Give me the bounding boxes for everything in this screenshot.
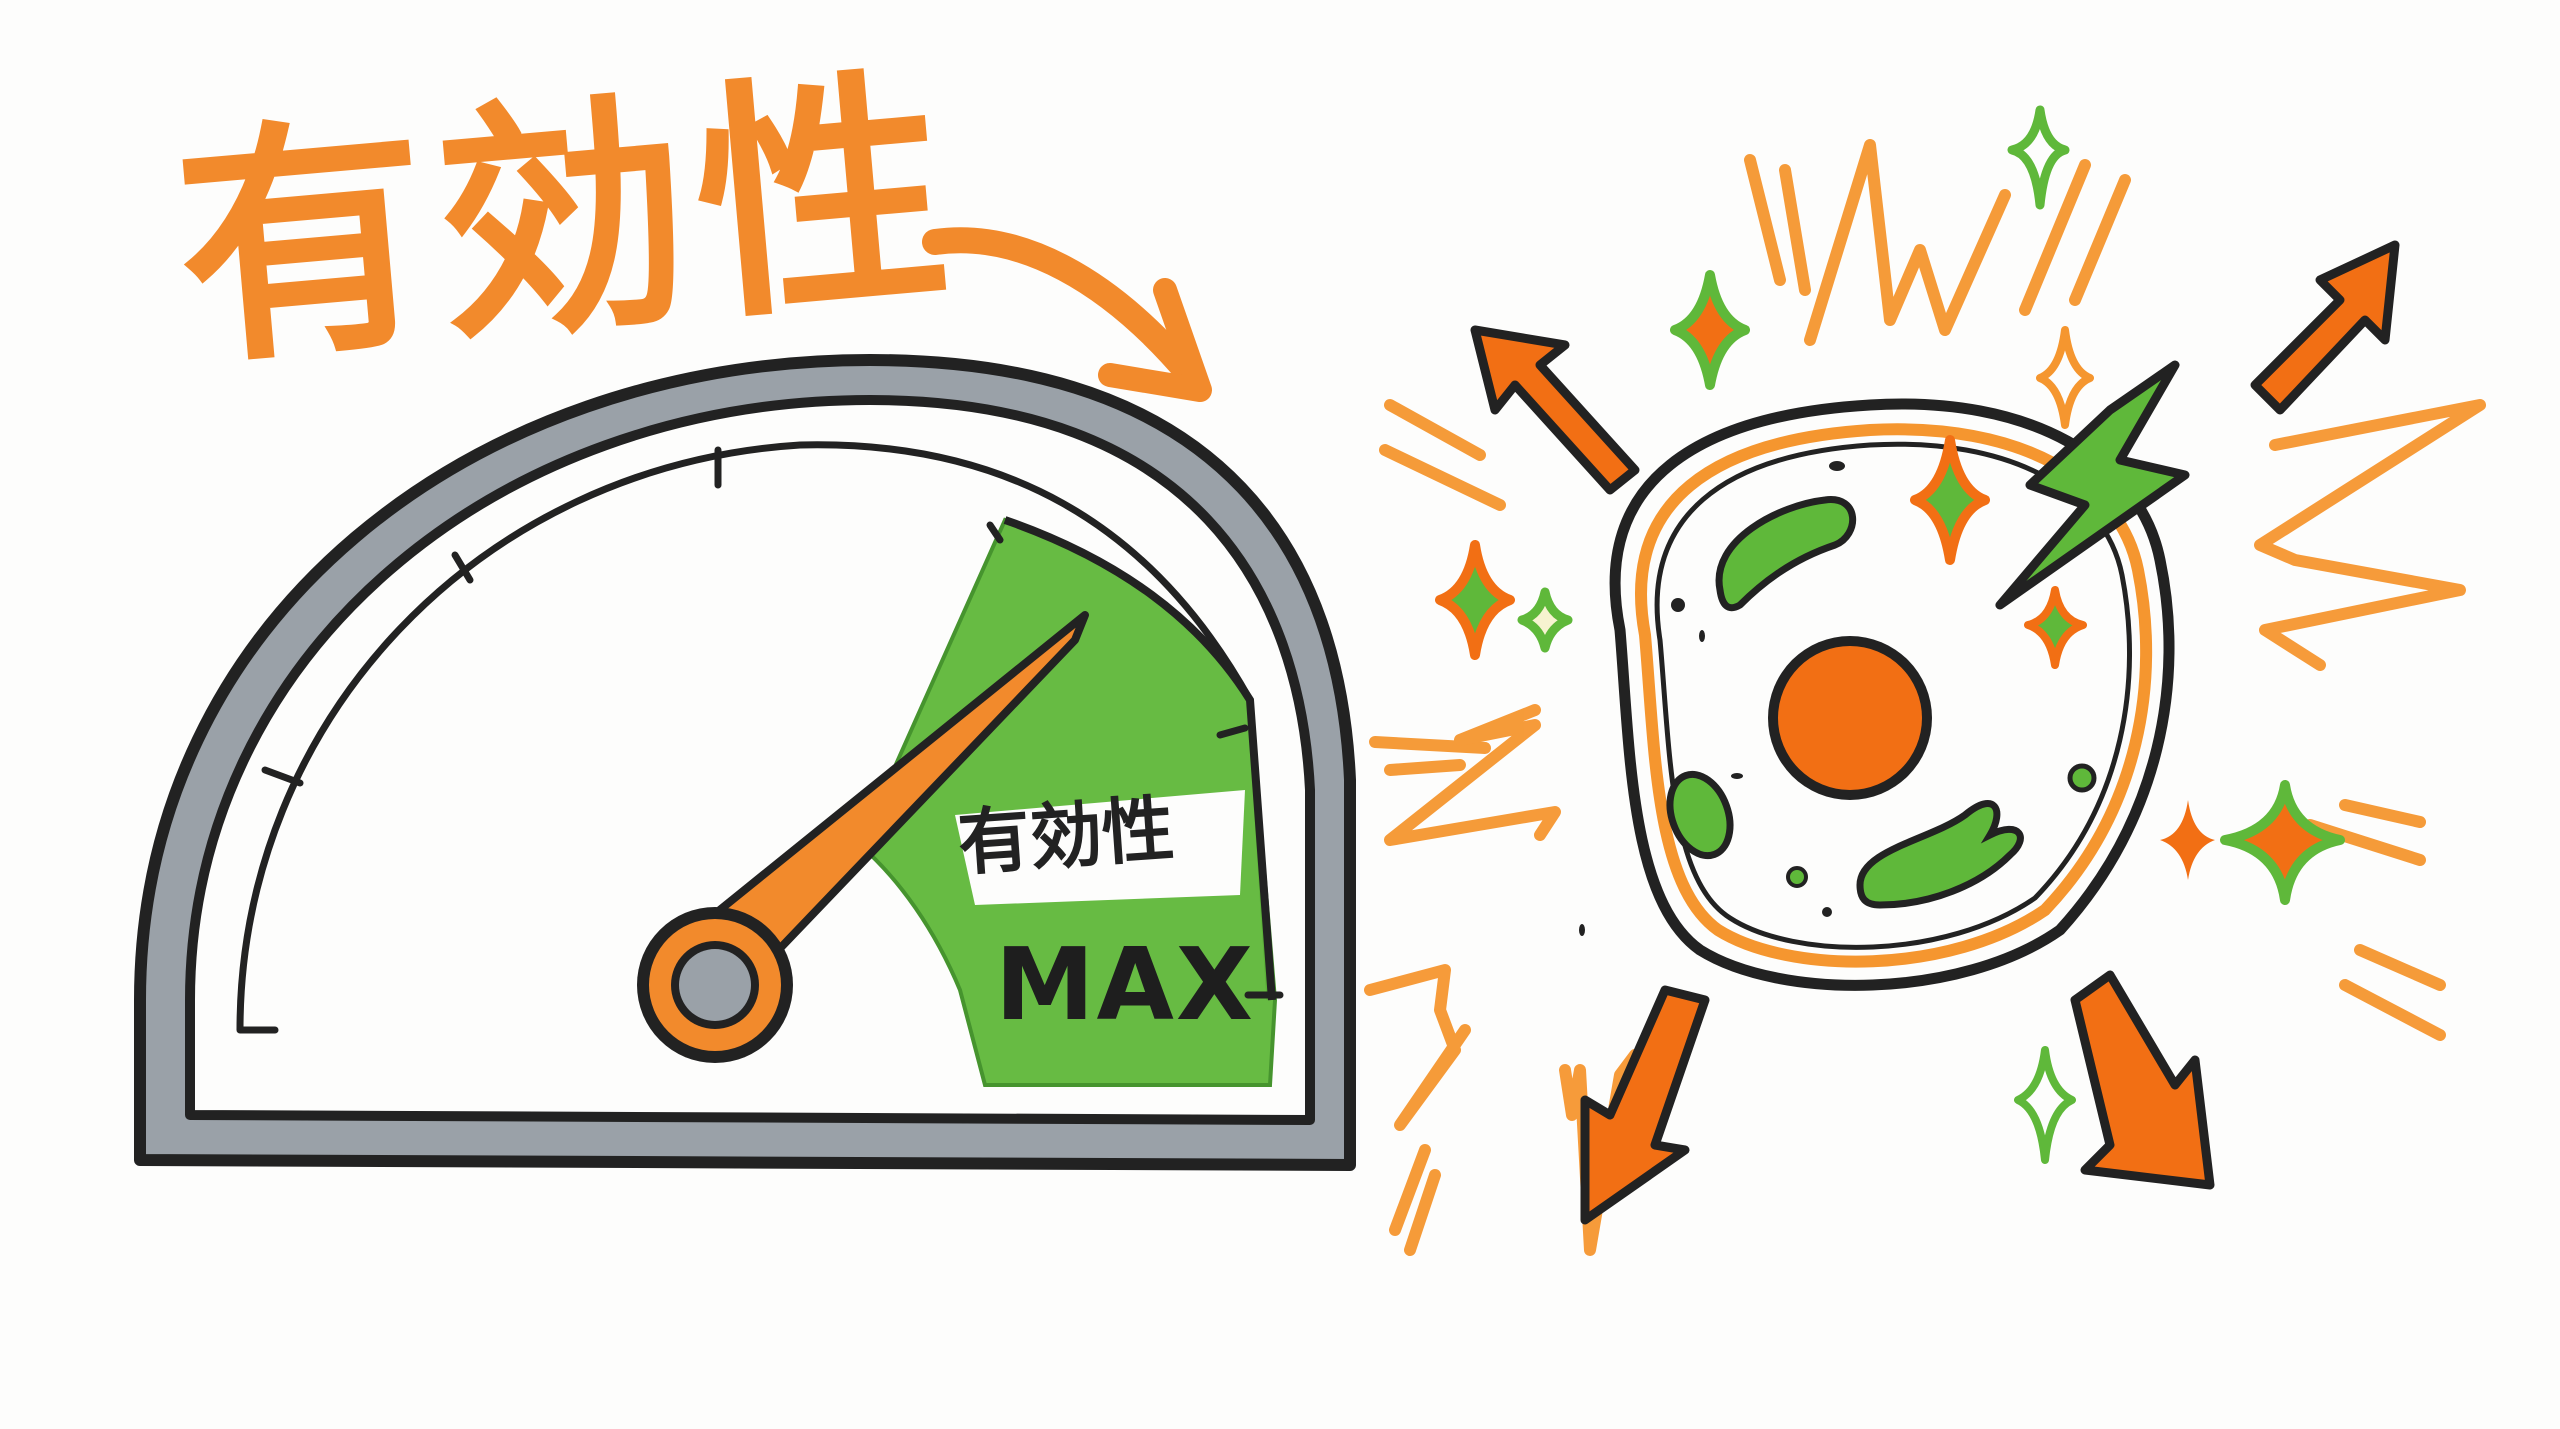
- sparkle-icon: [2014, 1046, 2076, 1164]
- arrow-down-left-icon: [1580, 985, 1710, 1225]
- title-text: 有効性: [166, 42, 969, 400]
- sparkle-icon: [2024, 586, 2087, 669]
- title-arrow-icon: [922, 227, 1212, 402]
- arrow-up-right-icon: [2250, 240, 2400, 415]
- sparkle-icon: [1670, 270, 1750, 390]
- sparkle-icon: [1910, 435, 1990, 565]
- gauge-needle-icon: [637, 611, 1089, 1063]
- gauge-ticks: [236, 446, 1284, 1034]
- arrow-up-left-icon: [1470, 325, 1640, 495]
- arrow-down-right-icon: [2070, 970, 2215, 1190]
- burst-lines: [1364, 139, 2486, 1256]
- sparkle-icon: [2160, 800, 2215, 880]
- sparkles: [1435, 105, 2345, 1164]
- lightning-bolt-icon: [1995, 360, 2190, 610]
- sparkle-icon: [1435, 540, 1515, 660]
- sparkle-icon: [2036, 326, 2094, 429]
- arrows: [1470, 240, 2400, 1225]
- sparkle-icon: [1517, 587, 1573, 653]
- gauge-label: 有効性: [955, 786, 1177, 886]
- gauge: [134, 354, 1356, 1171]
- cell-icon: [1579, 398, 2175, 991]
- sparkle-icon: [2007, 105, 2070, 210]
- gauge-max-label: MAX: [995, 926, 1256, 1043]
- sparkle-icon: [2220, 780, 2345, 905]
